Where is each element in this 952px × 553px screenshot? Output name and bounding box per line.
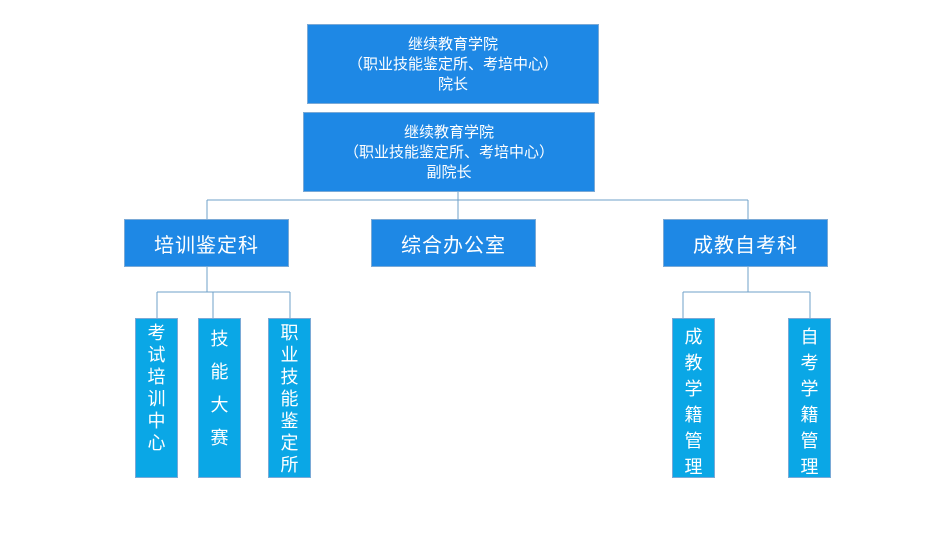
department-training-label: 培训鉴定科	[154, 232, 259, 257]
department-office-label: 综合办公室	[401, 232, 506, 257]
dean-line1: 继续教育学院	[407, 35, 498, 53]
unit-skills-competition-label: 技能大赛	[210, 329, 229, 449]
unit-exam-training-center-box: 考试培训中心	[135, 318, 178, 478]
dean-line2: （职业技能鉴定所、考培中心）	[347, 55, 558, 73]
unit-self-study-registry-box: 自考学籍管理	[788, 318, 831, 478]
unit-self-study-registry-label: 自考学籍管理	[800, 327, 819, 478]
unit-skills-competition-box: 技能大赛	[198, 318, 241, 478]
dean-box: 继续教育学院 （职业技能鉴定所、考培中心） 院长	[307, 24, 599, 104]
vice-dean-box: 继续教育学院 （职业技能鉴定所、考培中心） 副院长	[303, 112, 595, 192]
vice-dean-line2: （职业技能鉴定所、考培中心）	[343, 143, 554, 161]
dean-line3: 院长	[437, 75, 468, 93]
department-adult-label: 成教自考科	[693, 232, 798, 257]
unit-exam-training-center-label: 考试培训中心	[147, 323, 166, 454]
department-adult-box: 成教自考科	[663, 219, 828, 267]
unit-adult-education-registry-label: 成教学籍管理	[684, 327, 703, 478]
vice-dean-line1: 继续教育学院	[403, 123, 494, 141]
unit-vocational-appraisal-box: 职业技能鉴定所	[268, 318, 311, 478]
unit-vocational-appraisal-label: 职业技能鉴定所	[280, 323, 299, 476]
unit-adult-education-registry-box: 成教学籍管理	[672, 318, 715, 478]
department-office-box: 综合办公室	[371, 219, 536, 267]
department-training-box: 培训鉴定科	[124, 219, 289, 267]
vice-dean-line3: 副院长	[426, 163, 472, 181]
